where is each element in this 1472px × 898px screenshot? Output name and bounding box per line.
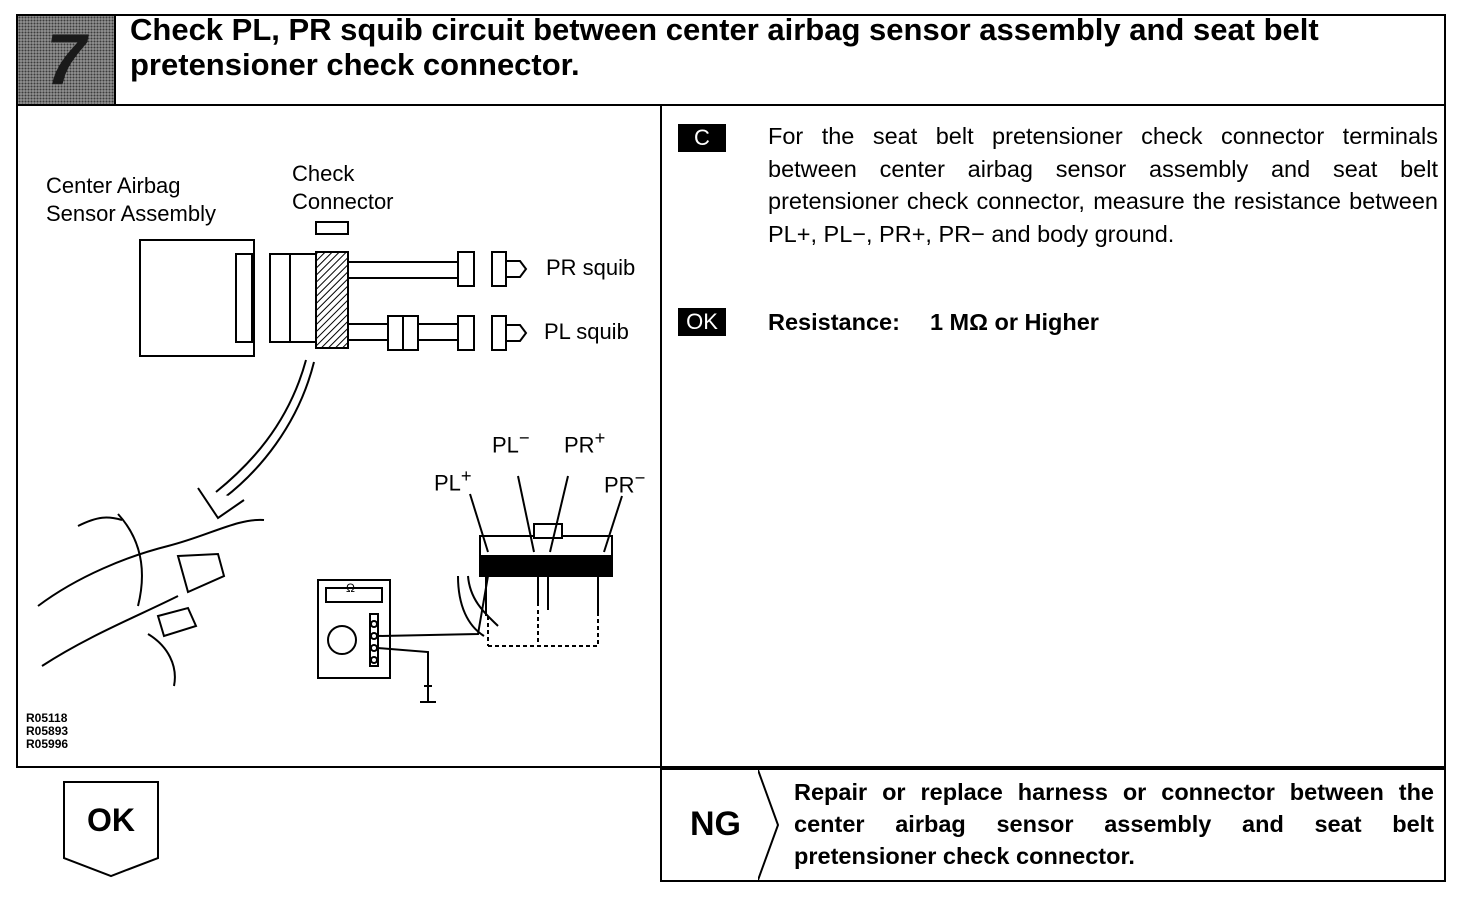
seat-sketch [37,518,265,607]
check-connector-label-line2: Connector [292,189,394,214]
pr-plus-label: PR+ [564,427,606,458]
ohm-symbol: Ω [346,581,355,595]
check-tag: C [678,124,726,152]
ok-tag: OK [678,308,726,336]
pl-minus-label: PL− [492,427,530,458]
pr-minus-label: PR− [604,467,646,498]
step-frame: 7 [16,14,1446,768]
check-connector-label-line1: Check [292,161,355,186]
result-label: Resistance: [768,309,900,335]
ng-outcome-box [660,768,1446,882]
pl-squib-label: PL squib [544,319,629,344]
wiring-diagram: Center Airbag Sensor Assembly Check Conn… [18,106,658,766]
sensor-label-line1: Center Airbag [46,173,181,198]
figure-code: R05893 [26,724,69,738]
sensor-label-line2: Sensor Assembly [46,201,216,226]
title-rule [114,104,1446,106]
step-number: 7 [45,20,87,100]
step-title: Check PL, PR squib circuit between cente… [130,12,1319,82]
figure-code: R05996 [26,737,69,751]
ng-chevron [758,770,780,880]
sensor-connector [235,253,253,343]
ok-outcome-label: OK [87,802,135,838]
pl-plus-label: PL+ [434,465,472,496]
ng-outcome-text: Repair or replace harness or connector b… [794,779,1434,869]
ng-outcome-label: NG [690,805,741,843]
check-connector [315,251,349,349]
location-arrow [215,359,307,493]
ok-pentagon [63,781,159,878]
check-connector-cap [315,221,349,235]
diagram-drawing [37,221,623,703]
step-number-box: 7 [18,16,116,106]
result-value: 1 MΩ or Higher [929,309,1099,335]
panel-divider [660,106,662,768]
figure-code: R05118 [26,711,68,725]
result-line: Resistance: 1 MΩ or Higher [768,306,1099,338]
pr-squib-label: PR squib [546,255,636,280]
instruction-text: For the seat belt pretensioner check con… [768,123,1438,247]
